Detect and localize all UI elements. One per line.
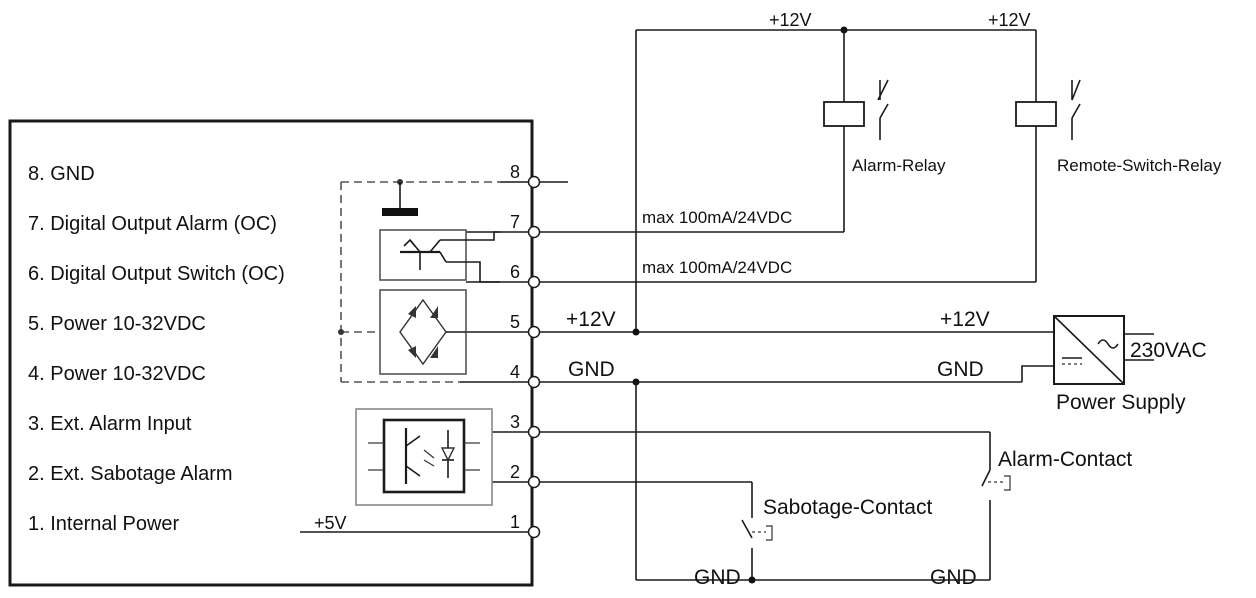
alarm-relay-label: Alarm-Relay — [852, 156, 946, 175]
pin6-current-label: max 100mA/24VDC — [642, 258, 792, 277]
top-12v-rail: +12V +12V — [635, 10, 1036, 332]
pin-number-7: 7 — [510, 212, 520, 232]
pin-label-1: 1. Internal Power — [28, 513, 180, 535]
supply-gnd-line: GND GND — [540, 358, 1054, 580]
sabotage-contact-label: Sabotage-Contact — [763, 496, 932, 519]
pin-label-5: 5. Power 10-32VDC — [28, 313, 206, 335]
terminal-7 — [527, 225, 541, 239]
bottom-gnd-return: GND GND — [636, 566, 990, 589]
alarm-contact: Alarm-Contact — [540, 431, 1132, 580]
pin-number-2: 2 — [510, 462, 520, 482]
pin-number-8: 8 — [510, 162, 520, 182]
supply-12v-line: +12V +12V — [540, 308, 1054, 336]
pin-label-6: 6. Digital Output Switch (OC) — [28, 263, 285, 285]
pin-number-4: 4 — [510, 362, 520, 382]
transistor-block — [379, 229, 467, 281]
terminal-2 — [527, 475, 541, 489]
pin-number-3: 3 — [510, 412, 520, 432]
pin-number-1: 1 — [510, 512, 520, 532]
pin5-12v-label: +12V — [566, 308, 616, 331]
terminal-4 — [527, 375, 541, 389]
terminal-3 — [527, 425, 541, 439]
pin-number-6: 6 — [510, 262, 520, 282]
top-right-12v-label: +12V — [988, 10, 1031, 30]
power-supply-label: Power Supply — [1056, 391, 1186, 414]
remote-switch-relay: Remote-Switch-Relay — [1015, 30, 1222, 282]
top-left-12v-label: +12V — [769, 10, 812, 30]
pin4-gnd-label: GND — [568, 358, 615, 381]
supply-12v-label: +12V — [940, 308, 990, 331]
pin-label-4: 4. Power 10-32VDC — [28, 363, 206, 385]
terminal-6 — [527, 275, 541, 289]
remote-switch-relay-label: Remote-Switch-Relay — [1057, 156, 1222, 175]
device-box — [8, 119, 534, 587]
internal-5v-label: +5V — [314, 513, 347, 533]
pin-labels: 8. GND 7. Digital Output Alarm (OC) 6. D… — [28, 163, 285, 535]
pin-label-8: 8. GND — [28, 163, 95, 185]
pin-number-5: 5 — [510, 312, 520, 332]
mains-label: 230VAC — [1130, 339, 1207, 362]
pin-label-7: 7. Digital Output Alarm (OC) — [28, 213, 277, 235]
bottom-gnd-left-label: GND — [694, 566, 741, 589]
sabotage-contact: Sabotage-Contact — [540, 481, 932, 580]
internal-dashed-bus — [338, 179, 500, 383]
pin-label-3: 3. Ext. Alarm Input — [28, 413, 192, 435]
terminal-5 — [527, 325, 541, 339]
optocoupler — [355, 408, 493, 506]
alarm-contact-label: Alarm-Contact — [998, 448, 1132, 471]
terminals — [527, 175, 541, 539]
terminal-8 — [527, 175, 541, 189]
pin-label-2: 2. Ext. Sabotage Alarm — [28, 463, 233, 485]
power-supply: 230VAC Power Supply — [1053, 315, 1207, 414]
terminal-1 — [527, 525, 541, 539]
alarm-relay: Alarm-Relay — [823, 30, 946, 232]
ground-bar — [382, 208, 418, 216]
bridge-rectifier — [379, 289, 467, 375]
pin-numbers: 8 7 6 5 4 3 2 1 — [510, 162, 520, 532]
bottom-gnd-right-label: GND — [930, 566, 977, 589]
supply-gnd-label: GND — [937, 358, 984, 381]
pin7-current-label: max 100mA/24VDC — [642, 208, 792, 227]
